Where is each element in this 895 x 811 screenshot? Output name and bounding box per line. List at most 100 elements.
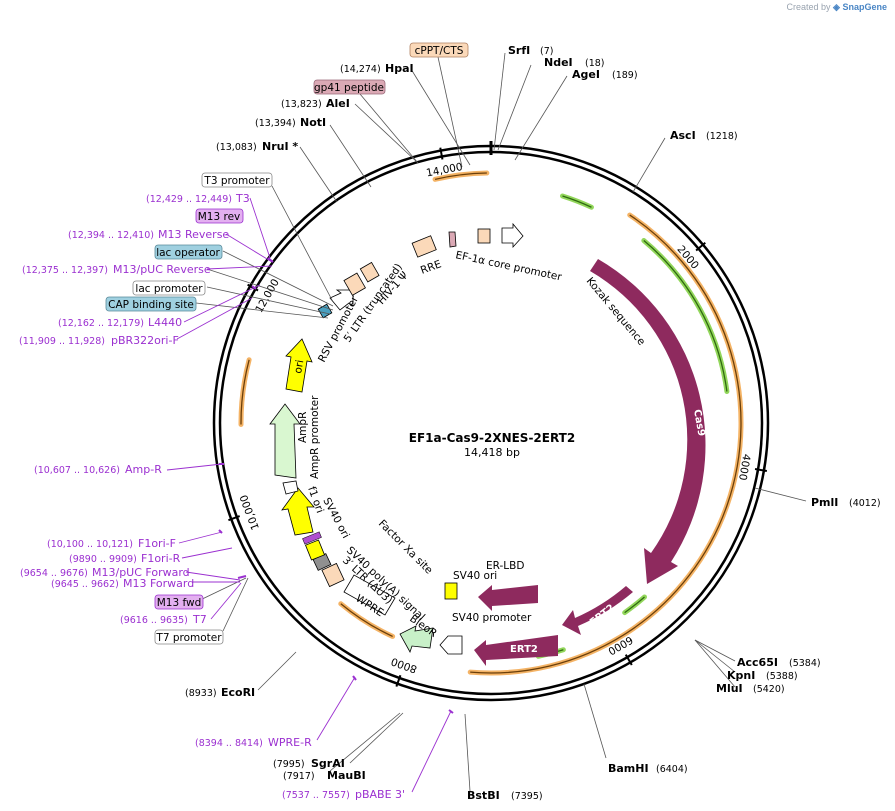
lac-promoter-box[interactable]: lac promoter xyxy=(132,280,206,296)
svg-text:(12,394 .. 12,410): (12,394 .. 12,410) xyxy=(68,230,154,241)
primer-wpre-r[interactable]: (8394 .. 8414)WPRE-R xyxy=(195,736,312,749)
svg-text:(1218): (1218) xyxy=(706,131,738,142)
feature-bands xyxy=(238,170,744,676)
site-bamhi[interactable]: BamHI(6404) xyxy=(608,762,688,775)
er-lbd-label: ER-LBD xyxy=(486,560,524,572)
svg-text:(10,100 .. 10,121): (10,100 .. 10,121) xyxy=(47,539,133,550)
svg-text:AgeI: AgeI xyxy=(572,68,600,81)
ert2-arrow-1 xyxy=(562,586,633,635)
site-alei[interactable]: AleI(13,823) xyxy=(281,97,350,110)
site-ndei[interactable]: NdeI(18) xyxy=(544,56,605,69)
svg-text:(5420): (5420) xyxy=(753,684,785,695)
svg-text:(7917): (7917) xyxy=(283,771,315,782)
site-bstbi[interactable]: BstBI(7395) xyxy=(467,789,543,802)
site-noti[interactable]: NotI(13,394) xyxy=(255,116,326,129)
primer-t3[interactable]: (12,429 .. 12,449)T3 xyxy=(146,192,250,205)
svg-text:BstBI: BstBI xyxy=(467,789,500,802)
purple-marks xyxy=(302,531,322,545)
ampr-arrow xyxy=(269,403,301,479)
svg-text:(9616 .. 9635): (9616 .. 9635) xyxy=(120,615,188,626)
svg-text:CAP binding site: CAP binding site xyxy=(108,299,194,311)
plasmid-name: EF1a-Cas9-2XNES-2ERT2 xyxy=(409,431,575,445)
svg-text:MluI: MluI xyxy=(716,682,743,695)
tick-4 xyxy=(228,515,241,522)
primer-m13-forward[interactable]: (9645 .. 9662)M13 Forward xyxy=(51,577,194,590)
lac-operator-box[interactable]: lac operator xyxy=(154,244,223,260)
svg-text:NdeI: NdeI xyxy=(544,56,573,69)
svg-text:M13/pUC Forward: M13/pUC Forward xyxy=(92,566,190,579)
primer-marks xyxy=(218,257,454,714)
primer-amp-r[interactable]: (10,607 .. 10,626)Amp-R xyxy=(34,463,162,476)
ori-arrow xyxy=(285,338,313,393)
site-pmli[interactable]: PmlI(4012) xyxy=(811,496,881,509)
tick-6 xyxy=(439,147,444,160)
site-acc65i[interactable]: Acc65I(5384) xyxy=(737,656,821,669)
svg-text:(12,429 .. 12,449): (12,429 .. 12,449) xyxy=(146,194,232,205)
site-sgrai[interactable]: SgrAI(7995) xyxy=(273,757,345,770)
gp41-peptide-box[interactable]: gp41 peptide xyxy=(313,79,386,95)
ampr-label: AmpR xyxy=(297,412,309,443)
cap-binding-site-box[interactable]: CAP binding site xyxy=(105,296,197,312)
svg-text:AscI: AscI xyxy=(670,129,696,142)
site-mlui[interactable]: MluI (5420) xyxy=(716,682,785,695)
svg-text:NotI: NotI xyxy=(300,116,326,129)
primer-f1ori-f[interactable]: (10,100 .. 10,121) F1ori-F xyxy=(47,537,176,550)
orange-band-top-line xyxy=(434,172,487,180)
svg-text:(13,823): (13,823) xyxy=(281,99,322,110)
svg-text:F1ori-F: F1ori-F xyxy=(138,537,176,550)
primer-t7[interactable]: (9616 .. 9635)T7 xyxy=(120,613,207,626)
ltr5-box xyxy=(343,272,366,296)
primer-f1ori-r[interactable]: (9890 .. 9909)F1ori-R xyxy=(69,552,181,565)
svg-text:(8933): (8933) xyxy=(185,688,217,699)
primer-labels: (12,429 .. 12,449)T3 (12,394 .. 12,410) M… xyxy=(19,192,405,801)
cas9-arrow xyxy=(590,259,706,584)
restriction-sites: SrfI(7) NdeI(18) AgeI (189) AscI (1218) Pm… xyxy=(185,44,881,802)
primer-pbabe-3[interactable]: (7537 .. 7557)pBABE 3' xyxy=(282,788,405,801)
cppt-marker xyxy=(477,228,491,244)
site-hpai[interactable]: HpaI(14,274) xyxy=(340,62,414,75)
primer-l4440[interactable]: (12,162 .. 12,179)L4440 xyxy=(58,316,182,329)
sv40-ori-label-a: SV40 ori xyxy=(453,570,497,582)
sv40-promoter-label: SV40 promoter xyxy=(452,612,532,624)
m13-fwd-box[interactable]: M13 fwd xyxy=(154,594,204,610)
site-agei[interactable]: AgeI (189) xyxy=(572,68,638,81)
green-band-right-line xyxy=(643,240,728,392)
er-lbd-arrow xyxy=(478,585,538,611)
svg-text:M13 Reverse: M13 Reverse xyxy=(158,228,229,241)
t3-promoter-box[interactable]: T3 promoter xyxy=(201,172,273,188)
site-nrui[interactable]: NruI *(13,083) xyxy=(216,140,298,153)
svg-text:gp41 peptide: gp41 peptide xyxy=(314,82,384,94)
primer-pbr322ori-f[interactable]: (11,909 .. 11,928)pBR322ori-F xyxy=(19,334,179,347)
sv40-promoter-arrow xyxy=(439,635,463,655)
site-ecori[interactable]: EcoRI(8933) xyxy=(185,686,255,699)
svg-text:KpnI: KpnI xyxy=(727,669,755,682)
site-asci[interactable]: AscI (1218) xyxy=(670,129,738,142)
svg-text:(7): (7) xyxy=(540,46,553,57)
tick-1 xyxy=(754,467,768,473)
svg-text:MauBI: MauBI xyxy=(327,769,366,782)
snapgene-credit: Created by ◈ SnapGene xyxy=(787,2,888,13)
site-kpni[interactable]: KpnI(5388) xyxy=(727,669,798,682)
m13-rev-box[interactable]: M13 rev xyxy=(195,208,244,224)
f1-ori-arrow xyxy=(281,487,315,536)
sv40-ori-label-b: SV40 ori xyxy=(320,496,351,541)
svg-text:(9645 .. 9662): (9645 .. 9662) xyxy=(51,579,119,590)
bleor-arrow xyxy=(399,625,434,653)
cppt-cts-box[interactable]: cPPT/CTS xyxy=(409,42,469,58)
label-boxes: T3 promoter M13 rev lac operator lac pro… xyxy=(105,172,273,645)
credit-prefix: Created by xyxy=(786,2,831,12)
primer-m13-reverse[interactable]: (12,394 .. 12,410) M13 Reverse xyxy=(68,228,229,241)
svg-text:PmlI: PmlI xyxy=(811,496,838,509)
svg-text:cPPT/CTS: cPPT/CTS xyxy=(415,45,464,57)
svg-text:pBR322ori-F: pBR322ori-F xyxy=(111,334,179,347)
t7-promoter-box[interactable]: T7 promoter xyxy=(154,629,224,645)
svg-text:T3: T3 xyxy=(235,192,250,205)
tick-0 xyxy=(695,242,706,252)
primer-m13-puc-forward[interactable]: (9654 .. 9676)M13/pUC Forward xyxy=(20,566,190,579)
ltr5-box-2 xyxy=(359,261,380,283)
site-maubi[interactable]: MauBI (7917) xyxy=(283,769,366,782)
site-srfi[interactable]: SrfI(7) xyxy=(508,44,553,57)
svg-text:(189): (189) xyxy=(612,70,638,81)
primer-m13-puc-reverse[interactable]: (12,375 .. 12,397)M13/pUC Reverse xyxy=(22,263,211,276)
